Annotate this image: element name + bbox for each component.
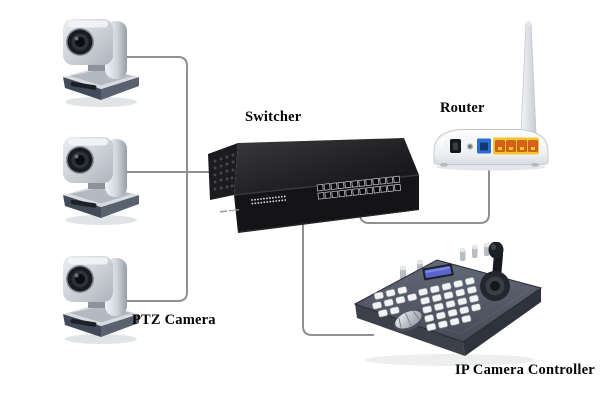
switch-led-indicators [251, 195, 287, 205]
router-lan-port-tabs [498, 147, 535, 150]
ip-camera-controller-device [353, 242, 543, 366]
router-foot-left [440, 163, 448, 167]
controller-lcd [422, 263, 454, 281]
ptz-camera-1 [55, 9, 145, 109]
router-label: Router [440, 100, 485, 116]
switch-bottom-edge [237, 209, 420, 233]
controller-right-skirt [463, 288, 541, 356]
controller-jog-wheel [393, 310, 425, 332]
router-reflection [436, 163, 546, 171]
ip-camera-controller-label: IP Camera Controller [455, 362, 595, 378]
switcher-to-router-line [359, 158, 490, 224]
camera-bus-line [120, 56, 188, 302]
router-antenna [520, 22, 537, 134]
controller-knobs [399, 242, 490, 280]
ptz-camera-3 [55, 246, 145, 346]
router-foot-right [531, 163, 539, 167]
controller-key-grid [418, 277, 481, 332]
controller-function-keys [372, 286, 418, 318]
switcher-to-controller-line [302, 203, 374, 336]
switcher-label: Switcher [245, 109, 302, 125]
ptz-camera-label: PTZ Camera [132, 312, 216, 328]
switch-logo-mark [220, 209, 240, 213]
ptz-camera-2 [55, 127, 145, 227]
controller-shadow [365, 354, 535, 366]
switch-vent-holes [213, 153, 235, 191]
switch-top-face [234, 138, 419, 195]
switcher-device [208, 138, 420, 233]
router-device [433, 21, 549, 171]
router-lan-ports [495, 140, 538, 152]
switch-left-panel [208, 143, 238, 200]
switch-port-block [316, 175, 402, 200]
